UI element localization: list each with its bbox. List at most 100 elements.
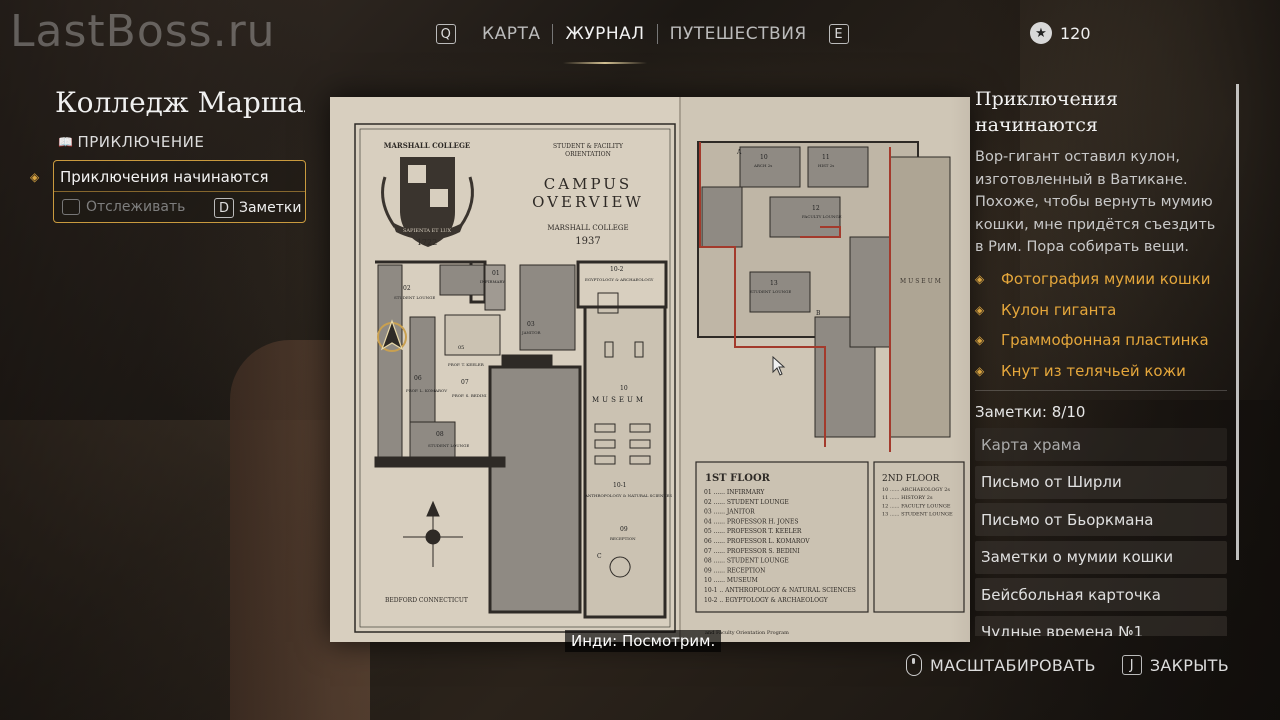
note-item[interactable]: Заметки о мумии кошки [975, 540, 1227, 574]
objective-label: Фотография мумии кошки [1001, 270, 1211, 289]
objective-diamond-icon: ◈ [975, 333, 985, 348]
room-02-number: 02 [403, 285, 411, 292]
objective-diamond-icon: ◈ [975, 363, 985, 378]
room-10-name: MUSEUM [592, 396, 646, 404]
notes-button[interactable]: D Заметки [214, 198, 301, 218]
floor-2-plan [697, 141, 951, 452]
tab-map[interactable]: КАРТА [482, 24, 541, 44]
active-quest-diamond-icon: ◈ [30, 170, 40, 184]
tab-travel[interactable]: ПУТЕШЕСТВИЯ [669, 24, 807, 44]
watermark-text: LastBoss.ru [10, 6, 276, 57]
legend-entry: 10 ...... ARCHAEOLOGY 2s [882, 487, 950, 493]
compass-icon [403, 500, 463, 567]
track-button[interactable]: Отслеживать [62, 199, 185, 215]
objective-label: Кулон гиганта [1001, 300, 1117, 319]
zoom-hint[interactable]: МАСШТАБИРОВАТЬ [930, 655, 1096, 675]
room-08-number: 08 [436, 431, 444, 438]
room-09-name: RECEPTION [610, 536, 636, 541]
control-hints: МАСШТАБИРОВАТЬ J ЗАКРЫТЬ [906, 654, 1229, 676]
room-101-name: ANTHROPOLOGY & NATURAL SCIENCES [584, 493, 672, 498]
legend-entry: 03 ...... JANITOR [704, 509, 755, 516]
objective-item: ◈Кулон гиганта [975, 295, 1225, 326]
room-07-name: PROF. S. BEDINI [452, 393, 487, 398]
floor-1-title: 1ST FLOOR [705, 473, 771, 484]
quest-card-divider [54, 191, 305, 192]
room-06-name: PROF. L. KOMAROV [406, 388, 447, 393]
objective-label: Кнут из телячьей кожи [1001, 361, 1186, 380]
legend-entry: 10 ...... MUSEUM [704, 577, 758, 584]
legend-entry: 10-1 .. ANTHROPOLOGY & NATURAL SCIENCES [704, 587, 856, 594]
nav-divider [656, 24, 658, 44]
legend-entry: 04 ...... PROFESSOR H. JONES [704, 518, 798, 525]
notes-button-label: Заметки [239, 200, 302, 216]
nav-divider [552, 24, 554, 44]
key-hint-j[interactable]: J [1121, 655, 1142, 675]
scrollbar-thumb[interactable] [1236, 84, 1239, 560]
objective-item: ◈ Фотография мумии кошки [975, 264, 1225, 295]
legend-entry: 08 ...... STUDENT LOUNGE [704, 558, 789, 565]
currency-value: 120 [1060, 23, 1091, 43]
legend-entry: 09 ...... RECEPTION [704, 567, 765, 574]
campus-map[interactable]: MARSHALL COLLEGE SAPIENTA ET LUX 1722 ST… [330, 97, 970, 642]
map-title-1: CAMPUS [544, 175, 632, 193]
journal-top-nav: Q КАРТА ЖУРНАЛ ПУТЕШЕСТВИЯ E [436, 20, 849, 64]
currency-display: ★ 120 [1030, 22, 1091, 44]
stairs-marker-a: A [736, 149, 742, 156]
star-badge-icon: ★ [1030, 22, 1052, 44]
note-item[interactable]: Бейсбольная карточка [975, 578, 1227, 611]
stairs-marker-b: B [816, 310, 821, 317]
book-icon: 📖 [58, 135, 74, 149]
map-title-2: OVERVIEW [532, 193, 644, 211]
section-divider [975, 390, 1227, 391]
floor-2-museum-label: MUSEUM [900, 278, 943, 285]
key-hint-q[interactable]: Q [436, 24, 456, 44]
crest-motto: SAPIENTA ET LUX [403, 228, 451, 234]
room-08-name: STUDENT LOUNGE [428, 443, 469, 448]
key-hint-e[interactable]: E [828, 24, 849, 44]
legend-entry: 13 ...... STUDENT LOUNGE [882, 512, 953, 518]
room-01-number: 01 [492, 270, 500, 277]
floor-2-room-11-name: HIST 2s [818, 163, 834, 168]
room-03-name: JANITOR [521, 330, 542, 335]
legend-entry: 01 ...... INFIRMARY [704, 489, 765, 496]
note-item[interactable]: Письмо от Бьоркмана [975, 503, 1227, 536]
objective-label: Граммофонная пластинка [1001, 331, 1209, 350]
room-01-name: INFIRMARY [480, 279, 505, 284]
note-item[interactable]: Карта храма [975, 428, 1227, 461]
tab-journal[interactable]: ЖУРНАЛ [553, 24, 656, 64]
map-header-small-1: STUDENT & FACILITY [553, 143, 624, 150]
quest-card[interactable]: Приключения начинаются Отслеживать D Зам… [53, 160, 306, 223]
crest-emblem [381, 157, 474, 247]
floor-1-legend-list: 01 ...... INFIRMARY 02 ...... STUDENT LOU… [704, 489, 856, 604]
player-marker-icon [377, 319, 407, 352]
legend-entry: 05 ...... PROFESSOR T. KEELER [704, 528, 802, 535]
note-item[interactable]: Чудные времена №1 [975, 615, 1227, 636]
room-09-number: 09 [620, 526, 628, 533]
map-location-text: BEDFORD CONNECTICUT [385, 597, 468, 604]
objectives-list: ◈Фотография мумии кошки ◈Кулон гиганта ◈… [975, 264, 1225, 386]
map-sub-1: MARSHALL COLLEGE [547, 224, 628, 232]
room-10-number: 10 [620, 385, 628, 392]
room-03-number: 03 [527, 321, 535, 328]
floor-2-room-12-number: 12 [812, 205, 820, 212]
objective-diamond-icon: ◈ [975, 272, 985, 287]
legend-entry: 10-2 .. EGYPTOLOGY & ARCHAEOLOGY [704, 597, 829, 604]
left-shade [0, 0, 330, 720]
scrollbar[interactable] [1236, 84, 1239, 560]
room-07-number: 07 [461, 379, 469, 386]
mouse-cursor-icon [772, 356, 786, 376]
legend-entry: 12 ...... FACULTY LOUNGE [882, 503, 951, 509]
close-hint[interactable]: ЗАКРЫТЬ [1149, 655, 1229, 675]
notes-list[interactable]: Карта храма Письмо от Ширли Письмо от Бь… [975, 428, 1227, 636]
map-sub-2: 1937 [575, 236, 600, 247]
legend-entry: 02 ...... STUDENT LOUNGE [704, 499, 789, 506]
note-item[interactable]: Письмо от Ширли [975, 465, 1227, 499]
room-101-number: 10-1 [613, 482, 626, 489]
quest-description: Вор-гигант оставил кулон, изготовленный … [975, 149, 1216, 255]
map-header-small-2: ORIENTATION [565, 151, 611, 158]
dialogue-subtitle: Инди: Посмотрим. [565, 630, 722, 652]
stairs-marker-c: C [597, 553, 602, 560]
floor-2-room-13-name: STUDENT LOUNGE [750, 289, 791, 294]
room-05-name: PROF. T. KEELER [448, 362, 485, 367]
